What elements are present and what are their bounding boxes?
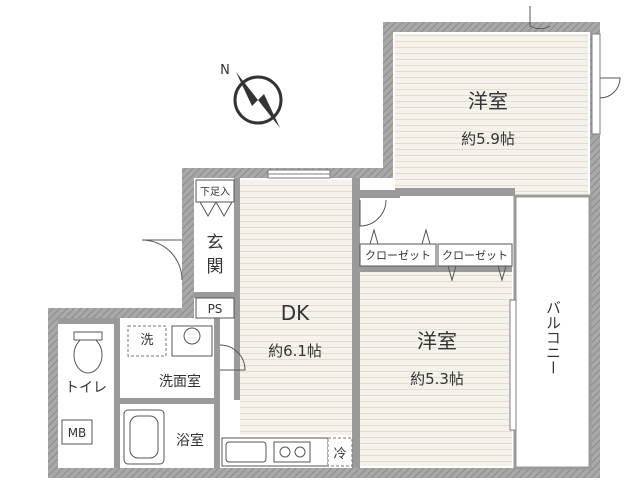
toilet-label: トイレ	[65, 380, 107, 396]
closet-left-label: クローゼット	[365, 249, 431, 262]
compass: N	[220, 63, 283, 128]
room-labels: 洋室 約5.9帖 DK 約6.1帖 洋室 約5.3帖 玄 関 洗 洗面室 トイレ…	[65, 89, 562, 462]
closets: クローゼット クローゼット	[359, 228, 513, 282]
laundry-label: 洗	[140, 333, 153, 348]
room-western-top-name: 洋室	[468, 89, 508, 113]
mb-label: MB	[68, 426, 87, 440]
bath-label: 浴室	[176, 432, 204, 449]
entry-fixtures: 下足入 PS	[195, 179, 235, 319]
room-western-top-area: 約5.9帖	[461, 130, 515, 148]
fridge-label: 冷	[333, 447, 346, 462]
room-western-bottom-area: 約5.3帖	[410, 370, 464, 388]
room-western-bottom-name: 洋室	[417, 329, 457, 353]
genkan-label-2: 関	[207, 257, 224, 277]
wet-area	[60, 325, 353, 467]
washroom-label: 洗面室	[159, 373, 201, 390]
ps-label: PS	[208, 302, 223, 316]
genkan-label-1: 玄	[207, 233, 224, 253]
interior-walls	[58, 178, 515, 468]
balcony-label: バルコニー	[544, 300, 562, 375]
windows	[267, 33, 601, 431]
compass-north-label: N	[220, 63, 230, 78]
closet-right-label: クローゼット	[442, 249, 508, 262]
room-dk-name: DK	[281, 301, 310, 325]
floors	[195, 34, 588, 466]
compass-needle-icon	[236, 72, 258, 106]
room-dk-area: 約6.1帖	[268, 342, 322, 360]
shoe-box-label: 下足入	[200, 186, 230, 198]
